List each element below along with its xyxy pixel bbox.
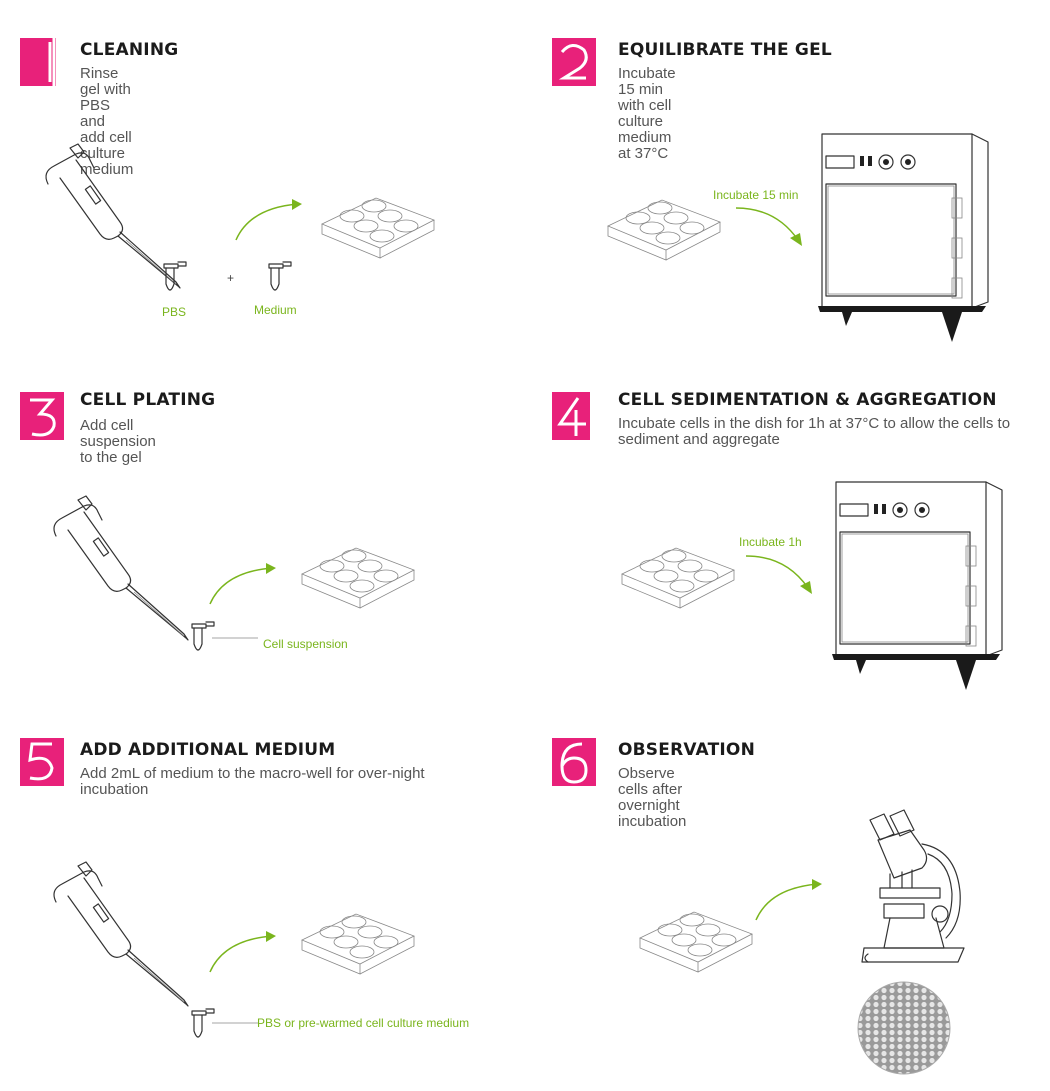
- medium-label: Medium: [254, 303, 297, 317]
- incubate-1h-label: Incubate 1h: [739, 535, 802, 549]
- step-number-badge: [20, 738, 64, 786]
- pbs-label: PBS: [162, 305, 187, 319]
- step-number-badge: [20, 38, 64, 86]
- step-number-badge: [552, 38, 596, 86]
- arrow-icon: [232, 196, 312, 246]
- well-plate-icon: [604, 196, 724, 266]
- microscope-icon: [861, 809, 965, 963]
- step-title: EQUILIBRATE THE GEL: [618, 40, 832, 60]
- well-plate-icon: [618, 544, 738, 614]
- step-number-badge: [20, 392, 64, 440]
- step-title: ADD ADDITIONAL MEDIUM: [80, 740, 336, 760]
- plus-sign: +: [227, 271, 235, 285]
- well-plate-icon: [298, 544, 418, 614]
- pipette-icon: [48, 858, 208, 1008]
- pipette-icon: [48, 492, 208, 642]
- step-number-badge: [552, 738, 596, 786]
- step-title: CELL PLATING: [80, 390, 216, 410]
- tube-icon: [188, 1005, 218, 1045]
- incubate-15-label: Incubate 15 min: [713, 188, 799, 202]
- arrow-icon: [732, 200, 812, 250]
- well-plate-icon: [636, 908, 756, 978]
- well-plate-icon: [298, 910, 418, 980]
- step-title: CLEANING: [80, 40, 179, 60]
- arrow-icon: [206, 560, 286, 610]
- step-description: Incubate 15 min with cell culture medium…: [618, 65, 676, 162]
- incubator-icon: [826, 474, 1006, 704]
- step-description: Add cell suspension to the gel: [80, 417, 156, 466]
- step-title: CELL SEDIMENTATION & AGGREGATION: [618, 390, 997, 410]
- step-number-badge: [552, 392, 596, 440]
- pbs-or-medium-label: PBS or pre-warmed cell culture medium: [257, 1016, 470, 1030]
- arrow-icon: [752, 876, 832, 926]
- cell-aggregates-icon: [857, 981, 951, 1075]
- leader-line: [212, 637, 258, 639]
- arrow-icon: [742, 548, 822, 598]
- incubator-icon: [812, 126, 992, 356]
- leader-line: [212, 1022, 258, 1024]
- step-description: Add 2mL of medium to the macro-well for …: [80, 765, 425, 798]
- step-description: Incubate cells in the dish for 1h at 37°…: [618, 415, 1011, 448]
- step-description: Observe cells after overnight incubation: [618, 765, 687, 830]
- cell-suspension-label: Cell suspension: [263, 637, 348, 651]
- step-title: OBSERVATION: [618, 740, 755, 760]
- well-plate-icon: [318, 194, 438, 264]
- tube-icon: [160, 258, 190, 298]
- tube-icon: [265, 258, 295, 298]
- arrow-icon: [206, 928, 286, 978]
